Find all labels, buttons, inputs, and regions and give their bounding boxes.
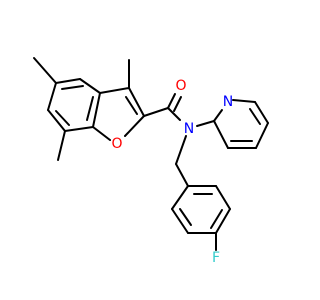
structure-canvas: O N O N F [33, 57, 269, 266]
amide-nitrogen: N [184, 121, 194, 137]
bond [179, 208, 192, 226]
bond [167, 93, 176, 109]
bond [173, 96, 182, 112]
carbonyl-oxygen: O [175, 78, 186, 94]
molecule-diagram: O N O N F [33, 57, 269, 266]
bond [64, 126, 94, 132]
bond [196, 120, 215, 127]
bond [171, 208, 189, 234]
bonds [33, 57, 269, 251]
atom-label: N [223, 94, 233, 110]
bond [213, 109, 223, 122]
bond [55, 110, 70, 126]
bond [210, 209, 223, 229]
bond [175, 135, 187, 165]
bond [171, 185, 189, 210]
bond [175, 163, 189, 187]
bond [92, 92, 101, 128]
bond [92, 126, 111, 141]
bond [61, 85, 84, 90]
bond [167, 107, 181, 121]
bond [57, 130, 66, 161]
bond [255, 122, 269, 149]
atom-label: F [212, 250, 220, 266]
furan-oxygen: O [111, 136, 122, 152]
bond [47, 82, 57, 111]
atom-label: O [175, 78, 186, 94]
bond [249, 108, 261, 125]
atom-label: N [184, 121, 194, 137]
bond [125, 96, 138, 115]
atom-label: O [111, 136, 122, 152]
bond [232, 99, 256, 103]
bond [124, 115, 145, 137]
bond [47, 109, 66, 132]
bond [33, 57, 57, 84]
bond [254, 101, 269, 124]
bond [86, 96, 94, 121]
bond [215, 208, 231, 234]
bond [55, 78, 81, 84]
bond [128, 87, 145, 117]
bond [143, 107, 169, 117]
pyridine-nitrogen: N [223, 94, 233, 110]
bond [99, 87, 130, 94]
bond [215, 185, 231, 210]
atom-labels: O N O N F [111, 78, 233, 266]
fluorine: F [212, 250, 220, 266]
bond [79, 78, 101, 94]
bond [213, 120, 229, 149]
